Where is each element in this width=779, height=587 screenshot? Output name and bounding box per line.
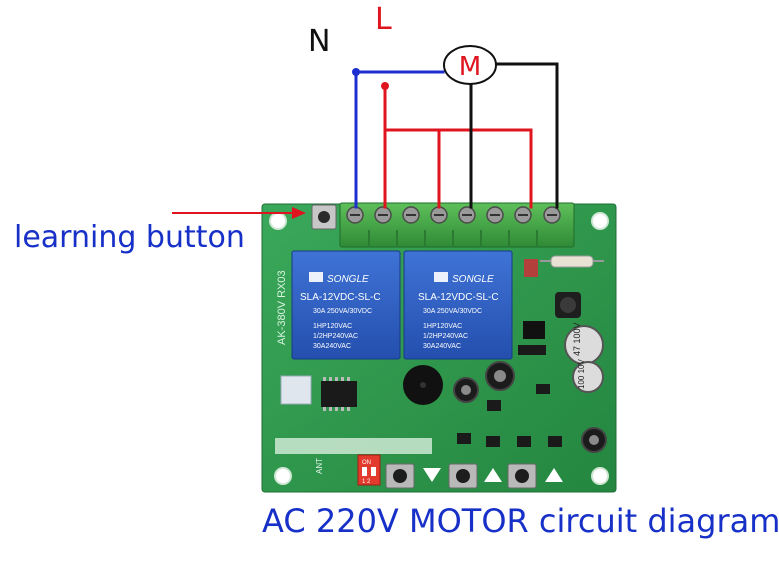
relay-1-brand: SONGLE <box>327 274 369 285</box>
ic-chip <box>321 381 357 407</box>
down-button[interactable] <box>385 463 415 489</box>
transistor <box>457 433 471 444</box>
terminal-block <box>339 202 575 248</box>
terminal-screw <box>402 206 420 224</box>
pcb-board: AK-380V RX03 ANT 47 100V <box>261 202 617 493</box>
live-junction <box>381 82 389 90</box>
board-model-text: AK-380V RX03 <box>276 270 288 345</box>
relay-1-model: SLA-12VDC-SL-C <box>300 292 381 303</box>
mount-hole <box>274 467 292 485</box>
capacitor-47-label: 47 100V <box>572 322 582 356</box>
relay-2-brand: SONGLE <box>452 274 494 285</box>
motor-wire-2 <box>493 62 559 209</box>
terminal-screw <box>430 206 448 224</box>
silkscreen-box <box>280 375 312 405</box>
terminal-screw <box>543 206 561 224</box>
fuse <box>524 259 538 277</box>
motor-symbol: M <box>443 45 497 85</box>
smd-component <box>518 345 546 355</box>
arrow-up-icon <box>545 468 563 482</box>
relay-logo-icon <box>309 272 323 282</box>
neutral-junction <box>352 68 360 76</box>
arrow-up-icon <box>484 468 502 482</box>
terminal-screw <box>458 206 476 224</box>
capacitor-100uf: 100 10V <box>572 359 604 393</box>
terminal-screw <box>346 206 364 224</box>
regulator-chip <box>523 321 545 339</box>
terminal-screw <box>486 206 504 224</box>
transistor <box>517 436 531 447</box>
smd-component <box>536 384 550 394</box>
dip-switch-on-label: ON <box>362 460 371 466</box>
learning-button-arrow <box>172 207 306 219</box>
learning-button[interactable] <box>311 204 337 230</box>
motor-label: M <box>459 52 481 82</box>
relay-2-rating: 30A 250VA/30VDC <box>423 308 482 315</box>
dip-switch[interactable]: ON 1 2 <box>357 454 381 486</box>
relay-1: SONGLE SLA-12VDC-SL-C 30A 250VA/30VDC 1H… <box>291 250 401 360</box>
relay-2-rating: 30A240VAC <box>423 343 461 350</box>
transistor <box>486 436 500 447</box>
dip-switch-numbers: 1 2 <box>362 479 371 485</box>
relay-2-model: SLA-12VDC-SL-C <box>418 292 499 303</box>
live-label: L <box>375 2 392 37</box>
transistor <box>548 436 562 447</box>
transistor <box>487 400 501 411</box>
mount-hole <box>591 467 609 485</box>
capacitor <box>485 361 515 391</box>
mount-hole <box>269 212 287 230</box>
relay-logo-icon <box>434 272 448 282</box>
capacitor <box>581 427 607 453</box>
capacitor-100-label: 100 10V <box>577 359 586 389</box>
neutral-label: N <box>308 24 331 59</box>
relay-1-rating: 30A 250VA/30VDC <box>313 308 372 315</box>
up-button[interactable] <box>507 463 537 489</box>
mount-hole <box>591 212 609 230</box>
terminal-screw <box>374 206 392 224</box>
neutral-wire <box>354 70 445 209</box>
capacitor <box>453 377 479 403</box>
relay-1-rating: 1HP120VAC <box>313 323 352 330</box>
live-wire-branch <box>383 128 533 209</box>
relay-1-rating: 30A240VAC <box>313 343 351 350</box>
diagram-caption: AC 220V MOTOR circuit diagram <box>262 502 779 540</box>
relay-2-rating: 1HP120VAC <box>423 323 462 330</box>
antenna-coil <box>275 438 432 454</box>
relay-2: SONGLE SLA-12VDC-SL-C 30A 250VA/30VDC 1H… <box>403 250 513 360</box>
resistor <box>550 255 594 268</box>
stop-button[interactable] <box>448 463 478 489</box>
ant-label: ANT <box>315 458 324 474</box>
learning-button-label: learning button <box>14 220 245 255</box>
relay-2-rating: 1/2HP240VAC <box>423 333 468 340</box>
terminal-screw <box>514 206 532 224</box>
relay-1-rating: 1/2HP240VAC <box>313 333 358 340</box>
arrow-down-icon <box>423 468 441 482</box>
